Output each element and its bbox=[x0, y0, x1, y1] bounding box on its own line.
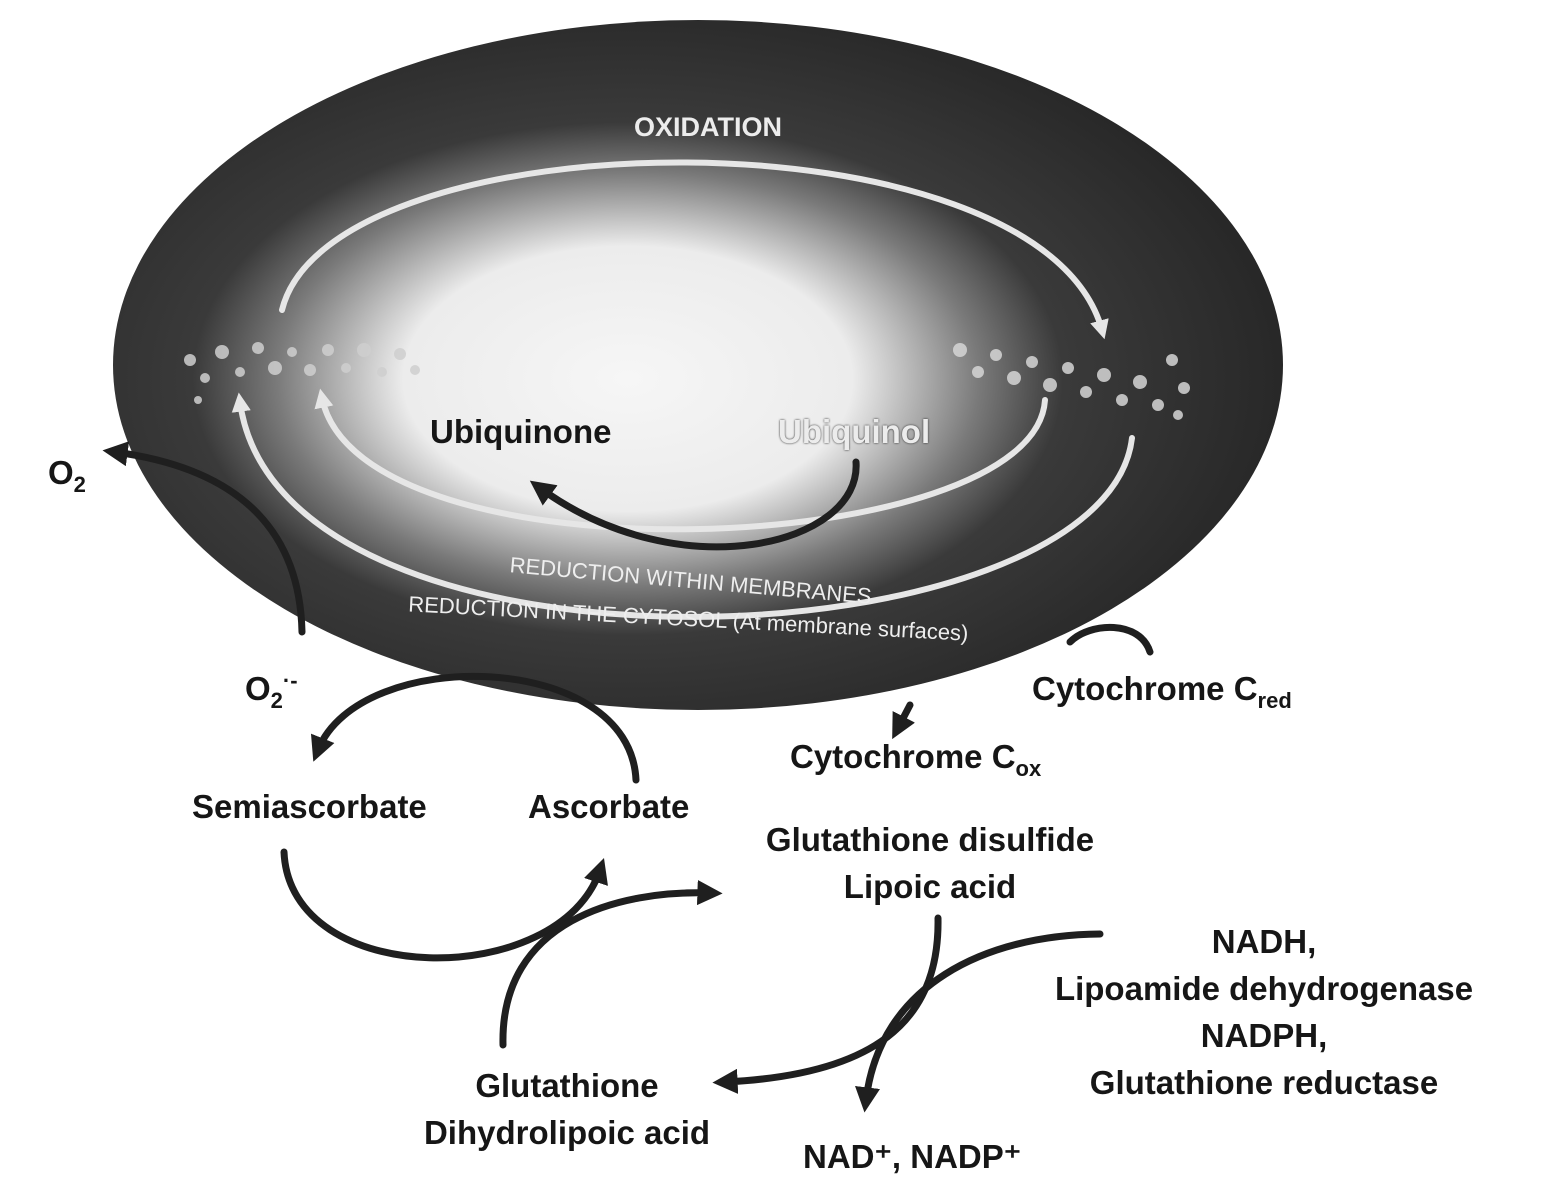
membrane-oval bbox=[113, 20, 1283, 710]
cytochrome-ox-arrow bbox=[892, 701, 915, 740]
cytochrome-red-label: Cytochrome Cred bbox=[1032, 670, 1292, 713]
nad-nadp-label: NAD⁺, NADP⁺ bbox=[803, 1138, 1022, 1175]
lipoamide-dehydrogenase-text: Lipoamide dehydrogenase bbox=[1054, 970, 1474, 1007]
lipoic-to-dihydrolipoic-arrow bbox=[712, 914, 942, 1094]
glutathione-reductase-text: Glutathione reductase bbox=[1089, 1064, 1439, 1101]
membrane-band-right bbox=[953, 343, 1190, 420]
dihydrolipoic-acid-text: Dihydrolipoic acid bbox=[423, 1114, 711, 1151]
superoxide-label: O2·- bbox=[245, 668, 298, 713]
cytochrome-ox-label: Cytochrome Cox bbox=[790, 738, 1042, 781]
semiascorbate-label: Semiascorbate bbox=[192, 788, 427, 825]
reductants-label: NADH, Lipoamide dehydrogenase NADPH, Glu… bbox=[1055, 918, 1473, 1106]
membrane-band-left bbox=[184, 342, 420, 404]
semiascorbate-to-ascorbate-arrow bbox=[280, 848, 608, 962]
reduction-membranes-arrow bbox=[314, 388, 1048, 533]
nadh-to-nad-arrow bbox=[855, 930, 1104, 1113]
o2-label: O2 bbox=[48, 454, 86, 497]
glutathione-text: Glutathione bbox=[475, 1067, 659, 1104]
ubiquinol-to-ubiquinone-arrow bbox=[529, 458, 860, 551]
ubiquinone-label: Ubiquinone bbox=[430, 413, 612, 450]
oxidation-label: OXIDATION bbox=[634, 112, 782, 142]
nadph-text: NADPH, bbox=[1200, 1017, 1328, 1054]
ubiquinol-label: Ubiquinol bbox=[778, 413, 931, 450]
reduction-cytosol-arrow bbox=[231, 392, 1135, 620]
glutathione-to-disulfide-arrow bbox=[499, 879, 723, 1049]
oxidized-thiols-label: Glutathione disulfide Lipoic acid bbox=[766, 816, 1094, 910]
nadh-text: NADH, bbox=[1211, 923, 1317, 960]
glutathione-disulfide-text: Glutathione disulfide bbox=[765, 821, 1095, 858]
lipoic-acid-text: Lipoic acid bbox=[843, 868, 1017, 905]
ascorbate-label: Ascorbate bbox=[528, 788, 690, 825]
oxidation-arrow bbox=[279, 159, 1109, 340]
ascorbate-to-semiascorbate-arrow bbox=[311, 672, 640, 784]
reduced-thiols-label: Glutathione Dihydrolipoic acid bbox=[424, 1062, 710, 1156]
cytochrome-red-arc bbox=[1066, 623, 1154, 656]
superoxide-to-o2-arrow bbox=[102, 441, 306, 636]
